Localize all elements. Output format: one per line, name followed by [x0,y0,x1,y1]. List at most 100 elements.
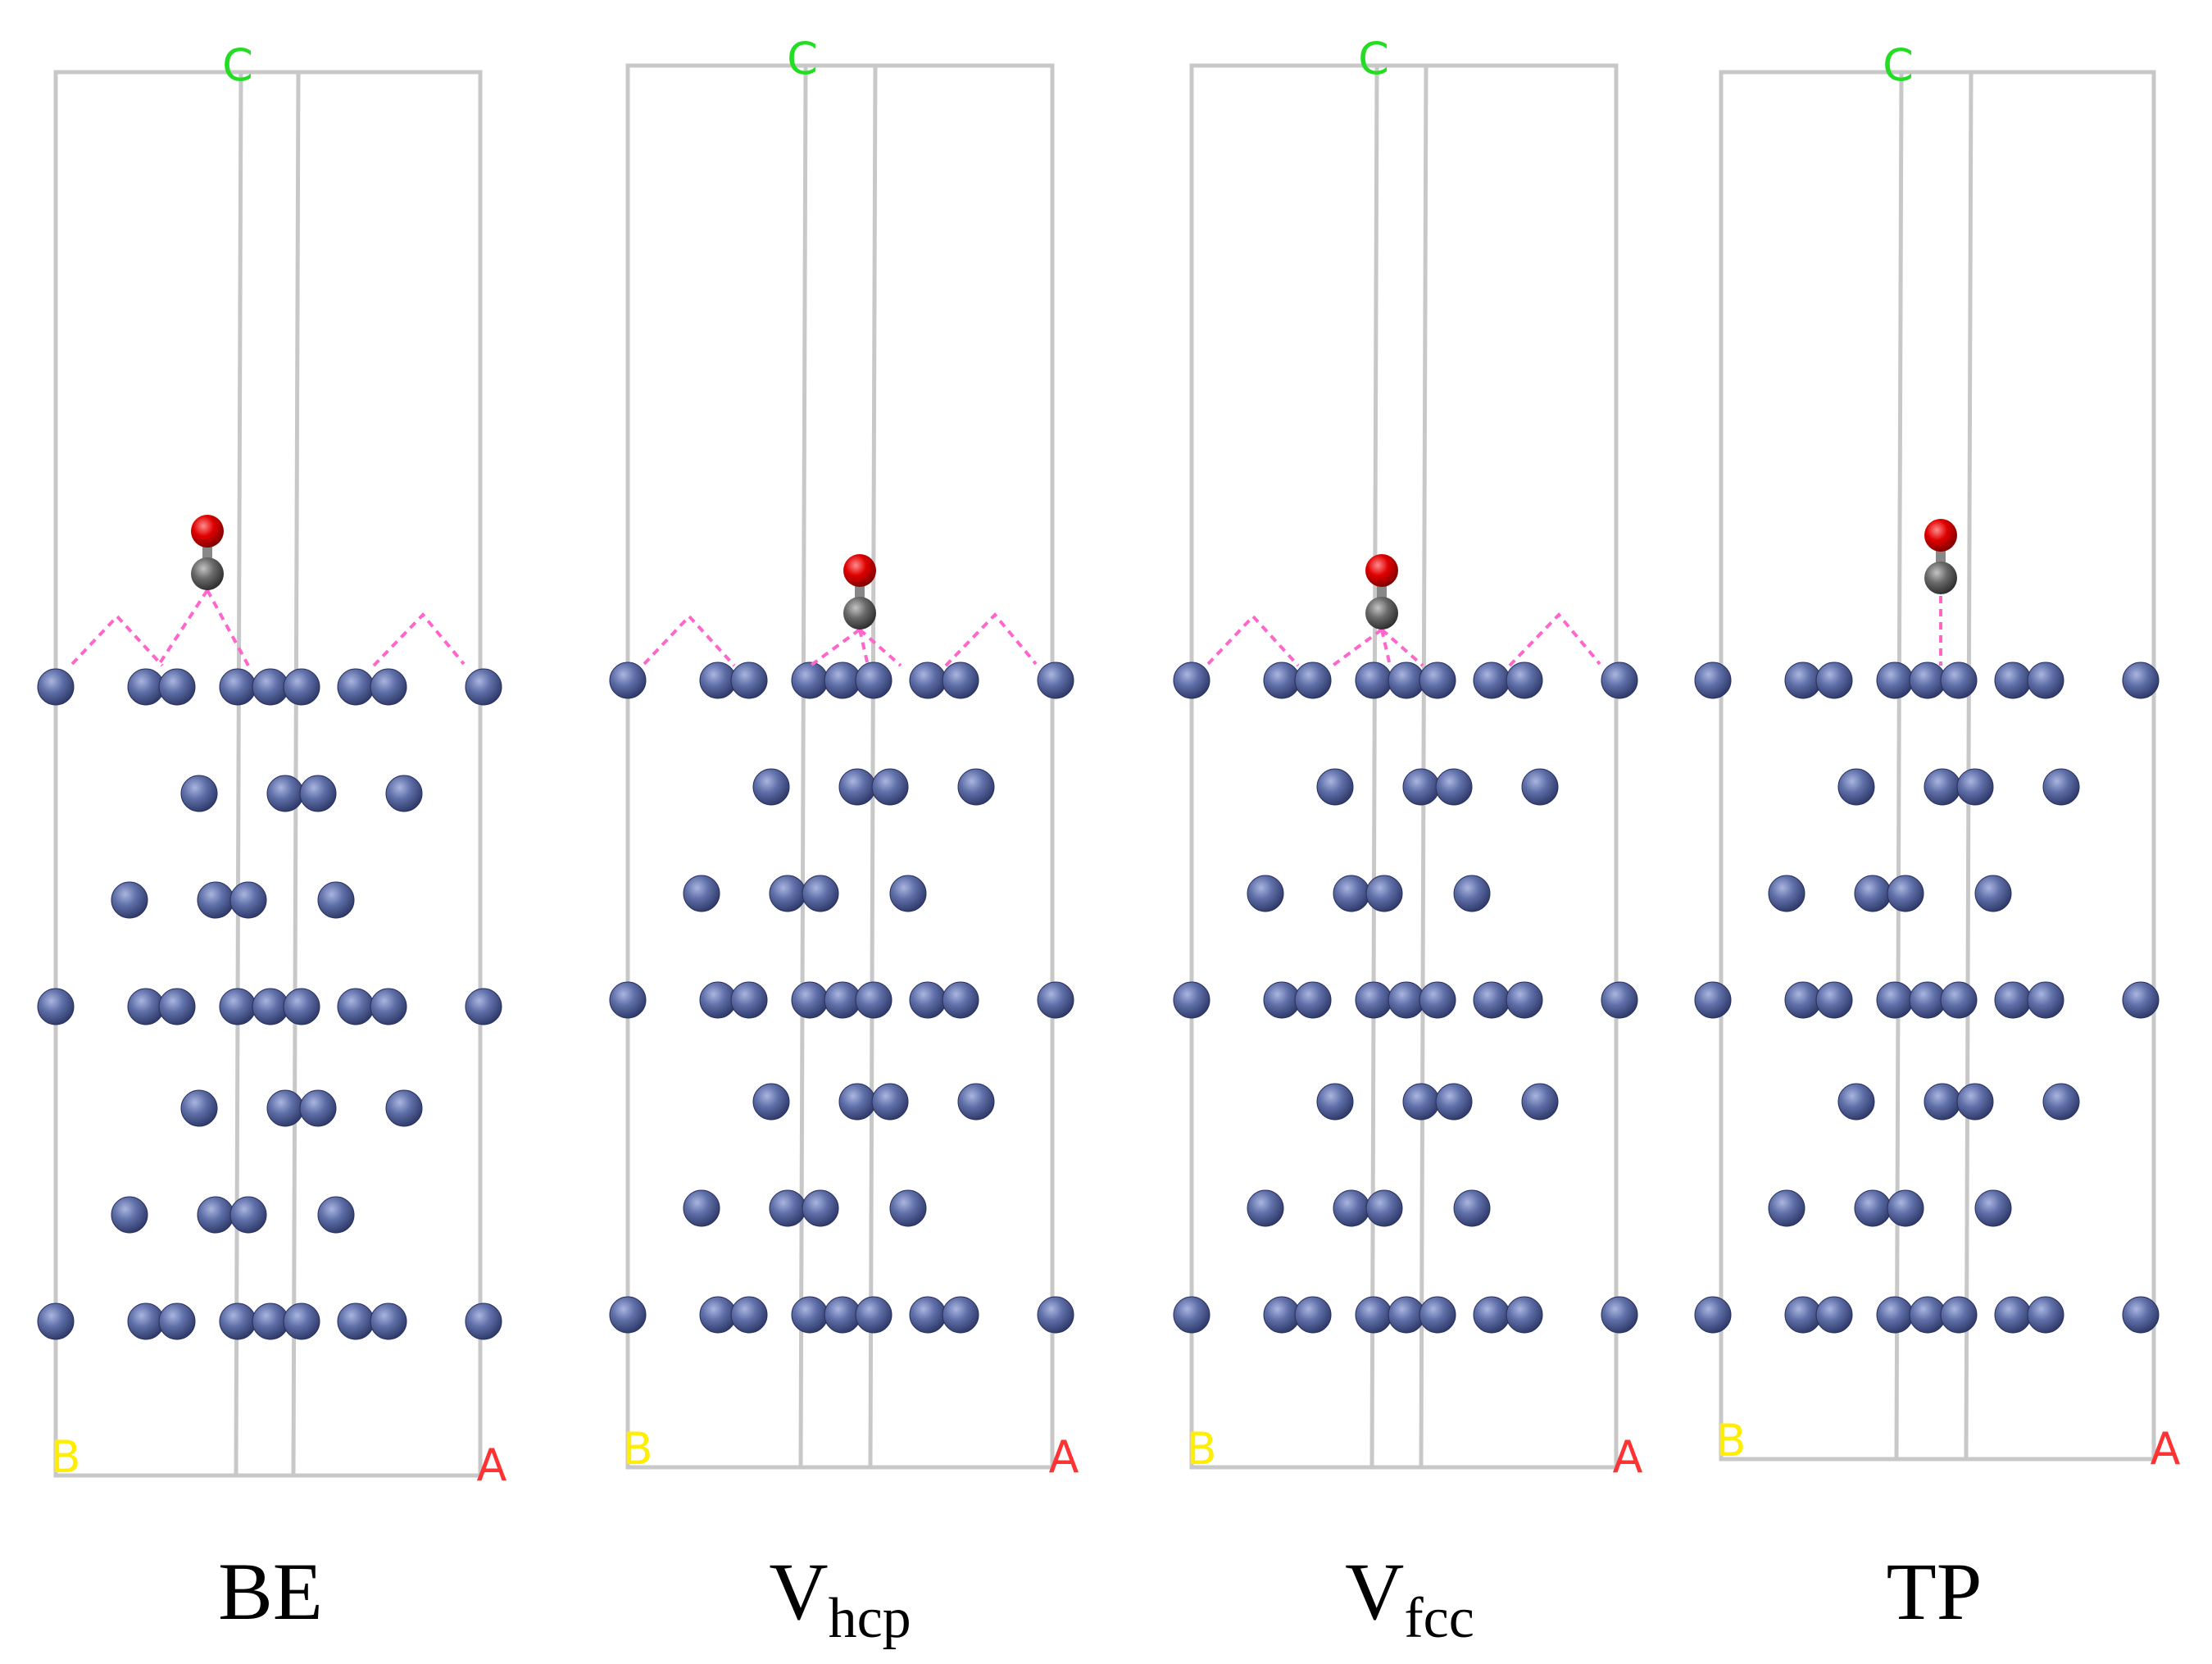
metal-slab [1694,662,2160,1334]
co-adsorbate [1365,554,1398,630]
metal-atom [465,988,502,1025]
metal-atom [252,988,289,1025]
metal-atom [465,668,502,706]
metal-atom [219,668,257,706]
metal-atom [791,662,829,699]
metal-atom [219,988,257,1025]
metal-atom [838,768,876,806]
metal-atom [2122,662,2160,699]
caption-subscript: hcp [829,1587,911,1650]
unit-cell-frame [1189,63,1619,1470]
metal-atom [1784,981,1822,1019]
metal-atom [942,981,979,1019]
metal-atom [1473,981,1510,1019]
metal-atom [802,875,839,912]
metal-atom [730,1296,768,1334]
metal-atom [1294,1296,1332,1334]
metal-atom [699,1296,737,1334]
metal-atom [266,1089,304,1127]
metal-atom [1402,768,1440,806]
metal-atom [683,875,720,912]
metal-atom [1994,662,2032,699]
metal-atom [730,662,768,699]
carbon-atom [1365,597,1398,630]
metal-atom [1263,981,1301,1019]
metal-atom [1887,875,1924,912]
metal-atom [1037,662,1074,699]
metal-atom [1333,1189,1370,1227]
metal-atom [337,988,375,1025]
caption-main: TP [1887,1546,1983,1637]
metal-atom [1316,768,1354,806]
metal-atom [1037,1296,1074,1334]
metal-atom [1453,875,1491,912]
metal-atom [752,768,790,806]
metal-atom [1263,662,1301,699]
metal-atom [111,881,148,919]
metal-atom [1924,1083,1961,1121]
metal-atom [609,1296,647,1334]
metal-atom [1355,662,1392,699]
metal-atom [1173,1296,1210,1334]
metal-atom [1453,1189,1491,1227]
co-adsorbate [191,515,224,590]
metal-atom [609,662,647,699]
metal-atom [1994,981,2032,1019]
axis-b-label: B [622,1423,652,1475]
metal-atom [791,1296,829,1334]
metal-atom [1365,875,1403,912]
metal-atom [2027,981,2064,1019]
metal-atom [730,981,768,1019]
metal-atom [1388,981,1425,1019]
metal-atom [855,1296,893,1334]
metal-atom [1784,1296,1822,1334]
metal-atom [1316,1083,1354,1121]
axis-a-label: A [2151,1423,2181,1475]
metal-atom [252,1303,289,1340]
metal-atom [1355,981,1392,1019]
metal-atom [1854,875,1892,912]
metal-atom [1694,1296,1732,1334]
metal-atom [1506,981,1543,1019]
oxygen-atom [191,515,224,548]
metal-atom [1435,768,1473,806]
axis-a-label: A [1049,1431,1079,1483]
metal-atom [283,988,320,1025]
metal-atom [791,981,829,1019]
metal-atom [1601,981,1638,1019]
caption-subscript: fcc [1404,1587,1474,1650]
metal-atom [942,662,979,699]
metal-atom [1419,981,1456,1019]
metal-atom [37,1303,75,1340]
metal-atom [752,1083,790,1121]
metal-atom [1365,1189,1403,1227]
interaction-dashes [70,589,466,667]
metal-atom [2027,662,2064,699]
panel-caption: TP [1887,1546,1983,1637]
metal-atom [1521,768,1559,806]
axis-c-label: C [1358,33,1389,84]
metal-atom [909,981,947,1019]
metal-atom [1940,662,1978,699]
axis-a-label: A [477,1439,507,1491]
metal-atom [1909,981,1946,1019]
metal-atom [299,775,337,812]
metal-atom [1940,1296,1978,1334]
metal-atom [197,881,234,919]
metal-atom [111,1196,148,1234]
unit-cell-frame [53,70,483,1478]
metal-atom [252,668,289,706]
panel-caption: Vfcc [1345,1546,1474,1650]
metal-atom [1601,662,1638,699]
metal-atom [1909,1296,1946,1334]
metal-atom [1419,662,1456,699]
metal-atom [1388,662,1425,699]
metal-atom [889,1189,927,1227]
interaction-dashes [1206,612,1601,667]
metal-atom [1333,875,1370,912]
metal-atom [838,1083,876,1121]
unit-cell-frame [625,63,1055,1470]
metal-atom [229,881,267,919]
